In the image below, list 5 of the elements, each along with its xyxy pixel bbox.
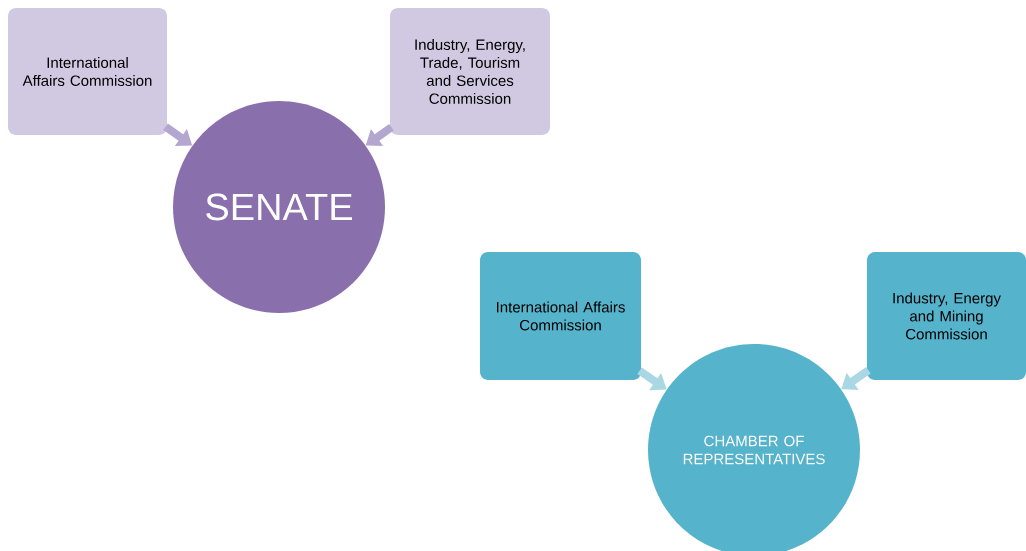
arrow <box>841 367 871 390</box>
commission-box: Industry, Energy and Mining Commission <box>867 252 1026 380</box>
commission-box: International Affairs Commission <box>8 8 167 135</box>
commission-box: International Affairs Commission <box>480 252 641 380</box>
commission-box: Industry, Energy, Trade, Tourism and Services Commission <box>390 8 550 135</box>
